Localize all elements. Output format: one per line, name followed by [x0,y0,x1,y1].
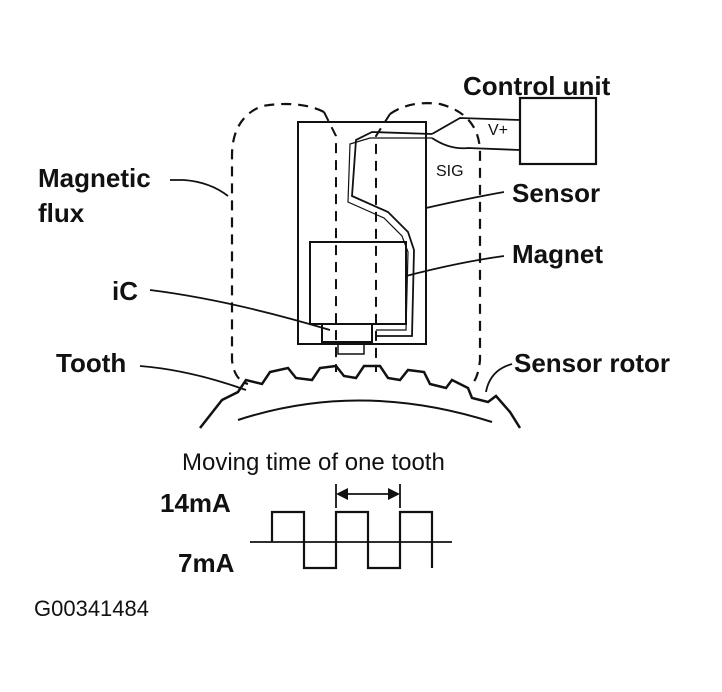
control-unit-box [518,96,598,166]
sensor-housing [297,121,427,345]
ic-tip [337,341,365,355]
magnet-block [309,241,407,325]
label-current-low: 7mA [178,548,235,578]
sensor-wire-inner [347,137,432,331]
ic-chip [321,323,373,343]
sensor-rotor-outline [199,364,522,429]
moving-time-arrow-head-right [388,488,400,500]
label-magnetic: Magnetic [38,163,151,193]
magnetic-flux-right-loop [389,102,482,387]
label-sensor: Sensor [512,178,600,208]
label-figure-id: G00341484 [34,596,149,621]
label-flux: flux [38,198,85,228]
leader-tooth [139,365,247,391]
current-waveform [270,510,434,570]
leader-sensor-rotor [485,363,513,393]
label-moving-time: Moving time of one tooth [182,449,445,476]
leader-magnetic-flux [170,179,229,197]
leader-sensor [425,191,505,209]
leader-ic [149,289,331,331]
label-magnet: Magnet [512,239,603,269]
magnetic-flux-left-loop [230,102,325,386]
sensor-rotor-inner-arc [237,399,493,423]
wire-sig [431,137,521,151]
label-tooth: Tooth [56,348,126,378]
moving-time-arrow-head-left [336,488,348,500]
sensor-wire-outer [351,131,433,337]
wire-v-plus [431,117,521,135]
magnetic-flux-inner-left [323,111,337,372]
label-control-unit: Control unit [463,71,611,101]
label-v-plus: V+ [488,122,508,139]
label-current-high: 14mA [160,488,231,518]
label-sensor-rotor: Sensor rotor [514,348,670,378]
label-sig: SIG [436,163,464,180]
label-ic: iC [112,276,138,306]
leader-magnet [405,255,505,277]
